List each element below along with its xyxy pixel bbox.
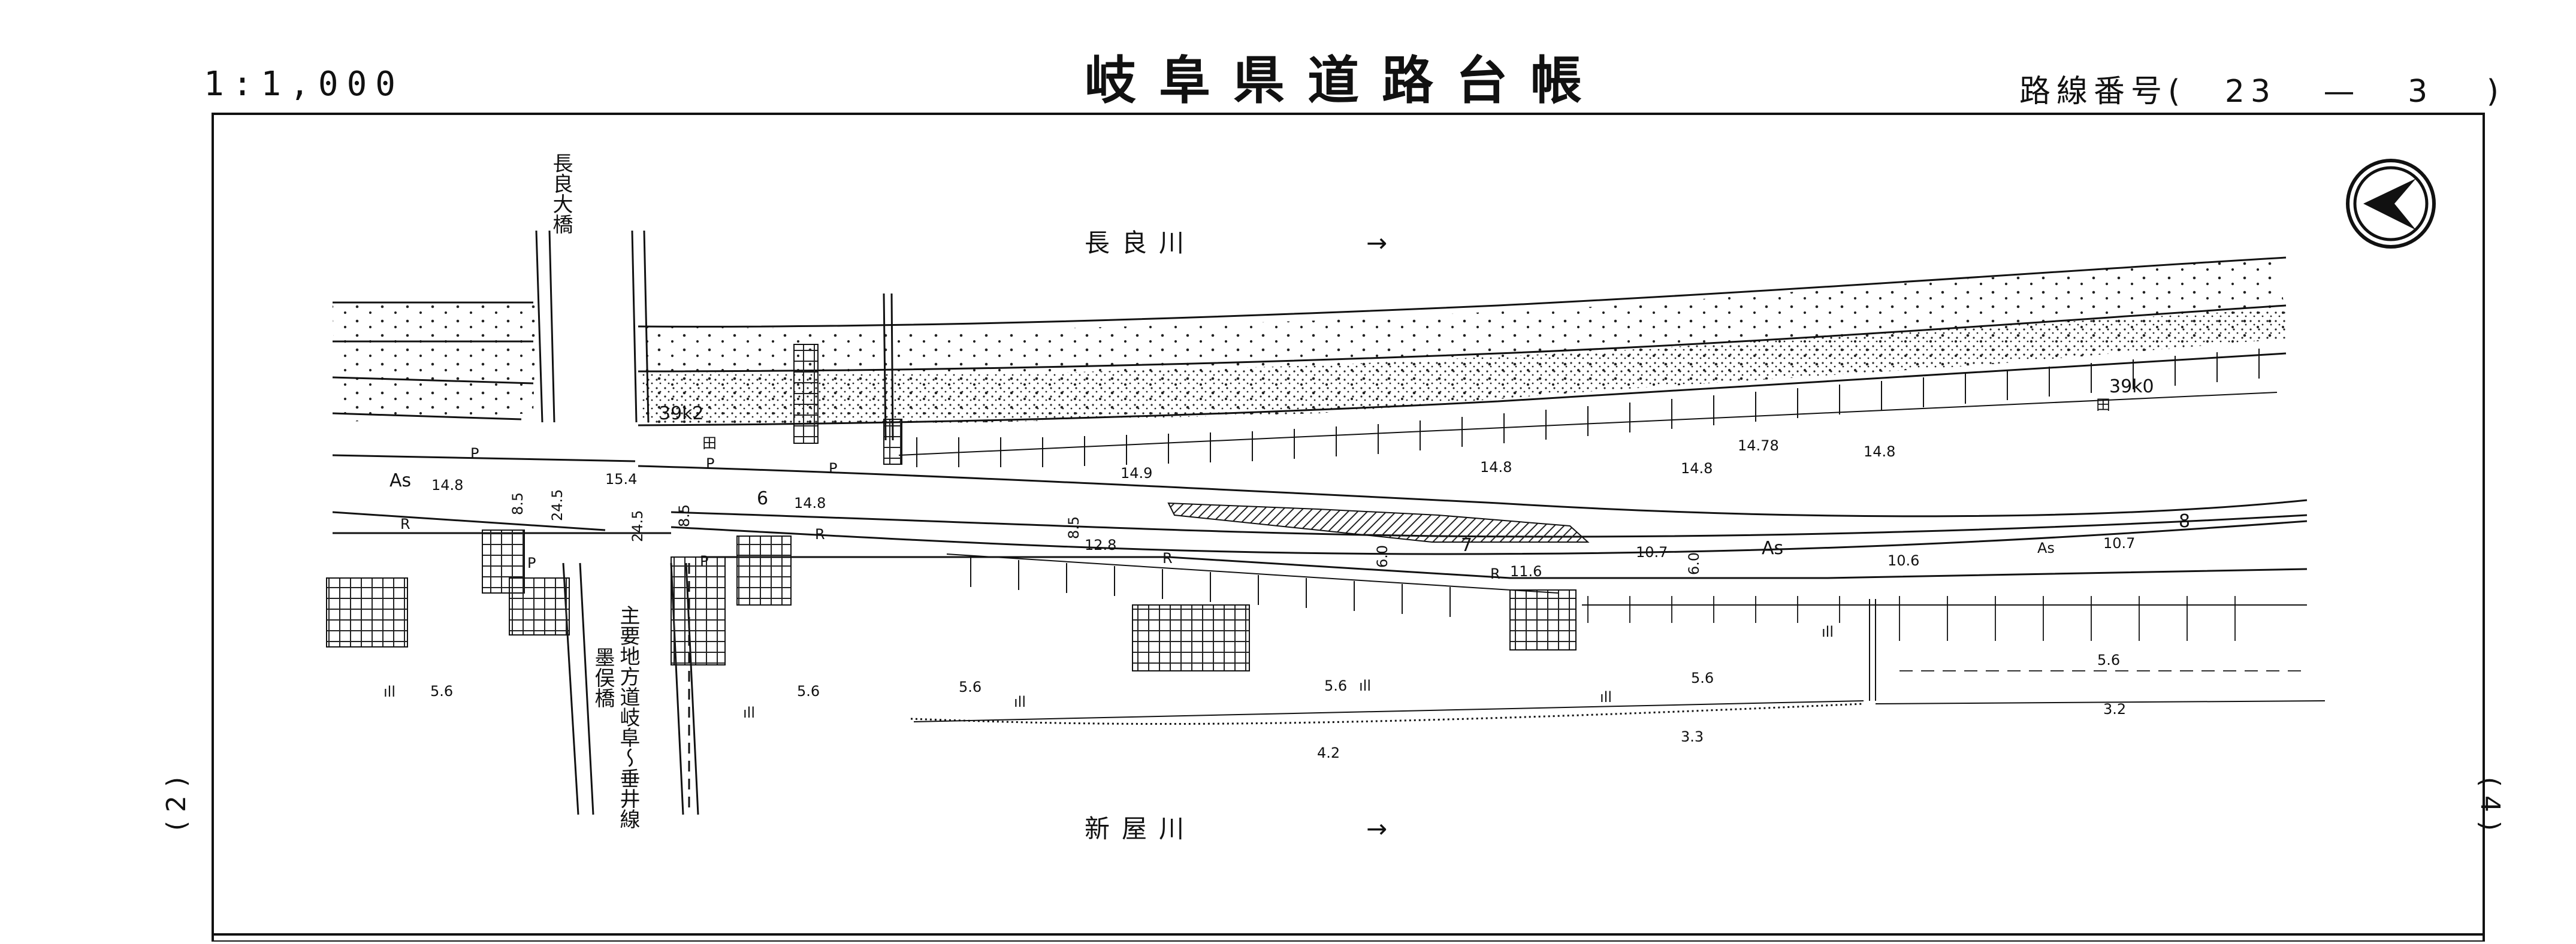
elevation-14-8-c: 14.8 [1681, 460, 1713, 477]
symbol-p-2: P [706, 455, 714, 472]
width-6-0-b: 6.0 [1686, 552, 1702, 575]
marsh-symbol-1: ıll [383, 683, 395, 700]
marker-8: 8 [2179, 511, 2190, 532]
route-number: 路線番号( 23 — 3 ) [2019, 66, 2505, 111]
elevation-5-6-d: 5.6 [1324, 677, 1347, 694]
pavement-left: As [389, 470, 411, 491]
chainage-right: 39k0 [2109, 376, 2154, 397]
width-8-5-a: 8.5 [509, 492, 526, 515]
route-prefix: 路線番号( [2019, 74, 2187, 110]
north-river-label: 長良川 [1085, 228, 1196, 258]
vertical-pipe [883, 293, 894, 441]
elevation-5-6-c: 5.6 [959, 679, 982, 695]
south-river-arrow: → [1366, 814, 1399, 843]
upper-road-shoulder [641, 308, 2286, 425]
marker-7: 7 [1461, 535, 1472, 556]
north-arrow-icon [2346, 159, 2436, 249]
elevation-5-6-b: 5.6 [797, 683, 820, 700]
route-major: 23 [2224, 74, 2276, 110]
elevation-14-78: 14.78 [1738, 437, 1779, 454]
left-embankment [333, 302, 536, 422]
marsh-symbol-4: ıll [1359, 677, 1371, 694]
chainage-left: 39k2 [659, 403, 704, 424]
top-bridge-label: 長良大橋 [549, 153, 573, 234]
width-24-5-b: 24.5 [629, 510, 646, 542]
elevation-14-8-a: 14.8 [794, 495, 826, 512]
symbol-r-1: R [400, 516, 410, 532]
elevation-15-4: 15.4 [605, 471, 637, 488]
north-road-lines [332, 256, 2308, 579]
elevation-14-8-left: 14.8 [431, 477, 463, 494]
symbol-p-3: P [829, 460, 837, 477]
marsh-symbol-6: ıll [1822, 624, 1834, 640]
elevation-3-2: 3.2 [2103, 701, 2126, 718]
elevation-10-6: 10.6 [1888, 552, 1919, 569]
symbol-p-4: P [527, 555, 536, 571]
width-8-5-b: 8.5 [676, 504, 693, 527]
elevation-14-9: 14.9 [1121, 465, 1152, 482]
sheet-title: 岐阜県道路台帳 [1085, 51, 1605, 111]
symbol-r-4: R [1490, 565, 1500, 582]
elevation-4-2: 4.2 [1317, 745, 1340, 761]
contour-lines [1587, 596, 2307, 671]
elevation-14-8-b: 14.8 [1480, 459, 1512, 476]
pavement-right: As [2037, 540, 2055, 556]
north-river-arrow: → [1366, 228, 1399, 258]
grid-symbol-1: 田 [702, 435, 717, 452]
width-8-5-c: 8.5 [1065, 516, 1082, 539]
symbol-r-3: R [1162, 550, 1173, 567]
symbol-p-5: P [700, 553, 708, 570]
marsh-symbol-2: ıll [743, 704, 755, 721]
hatched-median [1167, 502, 1590, 543]
width-24-5-a: 24.5 [549, 489, 566, 521]
pavement-mid: As [1762, 538, 1783, 559]
marker-6: 6 [757, 488, 768, 509]
width-6-0-a: 6.0 [1374, 545, 1391, 568]
elevation-11-6: 11.6 [1510, 563, 1542, 580]
retaining-wall-marks [898, 349, 2326, 722]
route-minor: 3 [2408, 74, 2434, 110]
map-scale: 1:1,000 [204, 65, 404, 104]
grid-symbol-2: 田 [2096, 397, 2110, 413]
elevation-5-6-a: 5.6 [430, 683, 453, 700]
route-separator: — [2323, 74, 2361, 110]
road-name-label: 主要地方道岐阜～垂井線 [616, 605, 640, 829]
south-embankment [910, 703, 1864, 725]
elevation-10-7-b: 10.7 [2103, 535, 2135, 552]
elevation-12-8: 12.8 [1085, 537, 1116, 553]
elevation-3-3: 3.3 [1681, 728, 1704, 745]
symbol-r-2: R [815, 526, 825, 543]
marsh-symbol-3: ıll [1014, 694, 1026, 710]
elevation-14-8-d: 14.8 [1864, 443, 1895, 460]
marsh-symbol-5: ıll [1600, 689, 1612, 706]
brick-areas [326, 344, 1577, 671]
sheet-header: 1:1,000 岐阜県道路台帳 路線番号( 23 — 3 ) [0, 0, 2576, 114]
bottom-bridge-label: 墨俣橋 [591, 647, 615, 708]
elevation-10-7-a: 10.7 [1636, 544, 1668, 561]
elevation-5-6-e: 5.6 [1691, 670, 1714, 686]
route-suffix: ) [2486, 74, 2505, 110]
elevation-5-6-f: 5.6 [2097, 652, 2120, 668]
south-river-label: 新屋川 [1085, 814, 1196, 843]
symbol-p-1: P [470, 445, 479, 462]
